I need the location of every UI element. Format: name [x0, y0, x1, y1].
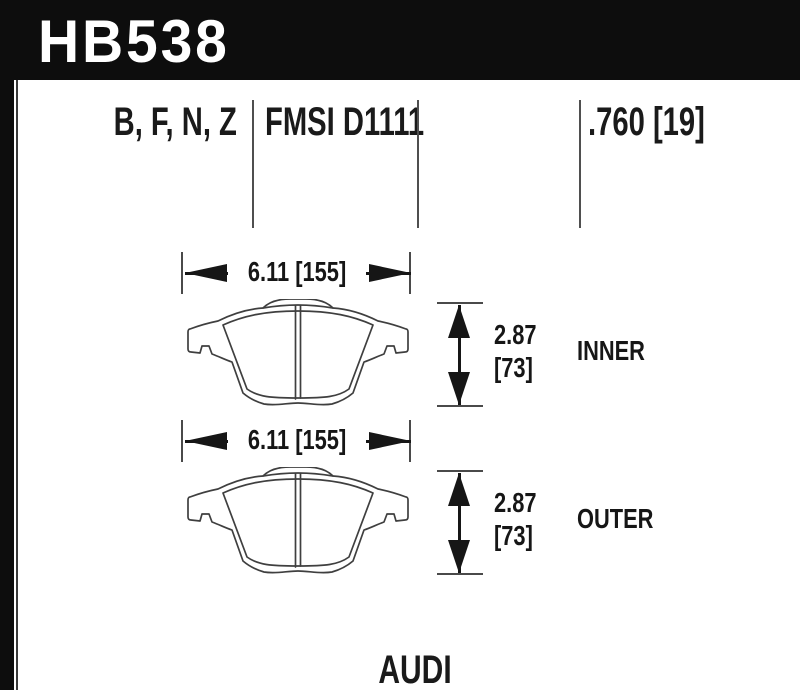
- width-dimension-label: 6.11 [155]: [228, 423, 366, 457]
- part-number: HB538: [38, 8, 230, 75]
- dimension-arrow-down-icon: [448, 540, 470, 573]
- content-left-border: [16, 80, 18, 690]
- dimension-arrow-left-icon: [185, 264, 227, 282]
- pad-thickness-value: .760 [19]: [588, 100, 705, 144]
- pad-position-label: OUTER: [577, 503, 654, 534]
- width-dimension-label: 6.11 [155]: [228, 255, 366, 289]
- height-extent-tick-top: [437, 302, 483, 304]
- spec-divider: [417, 100, 419, 228]
- spec-divider: [579, 100, 581, 228]
- height-extent-tick-bottom: [437, 573, 483, 575]
- height-extent-tick-top: [437, 470, 483, 472]
- width-extent-tick-left: [181, 420, 183, 462]
- dimension-arrow-right-icon: [369, 264, 411, 282]
- header-bar: HB538: [0, 0, 800, 80]
- dimension-arrow-up-icon: [448, 305, 470, 338]
- spec-divider: [252, 100, 254, 228]
- height-extent-tick-bottom: [437, 405, 483, 407]
- pad-position-label: INNER: [577, 335, 645, 366]
- brake-pad-drawing: [187, 467, 409, 574]
- width-extent-tick-left: [181, 252, 183, 294]
- outer-pad-diagram: 6.11 [155] 2.87 [73] OUTER: [0, 418, 800, 578]
- fmsi-number: FMSI D1111: [265, 100, 425, 144]
- dimension-arrow-right-icon: [369, 432, 411, 450]
- compound-codes: B, F, N, Z: [113, 100, 237, 144]
- height-dimension-line: [458, 473, 461, 573]
- height-dimension-line: [458, 305, 461, 405]
- thickness-dimension-label: 2.87 [73]: [494, 319, 537, 383]
- brake-pad-drawing: [187, 299, 409, 406]
- dimension-arrow-left-icon: [185, 432, 227, 450]
- vehicle-make-label: AUDI: [378, 648, 452, 690]
- dimension-arrow-up-icon: [448, 473, 470, 506]
- inner-pad-diagram: 6.11 [155] 2.87 [73] INNER: [0, 250, 800, 410]
- left-black-band: [0, 80, 14, 690]
- thickness-dimension-label: 2.87 [73]: [494, 487, 537, 551]
- dimension-arrow-down-icon: [448, 372, 470, 405]
